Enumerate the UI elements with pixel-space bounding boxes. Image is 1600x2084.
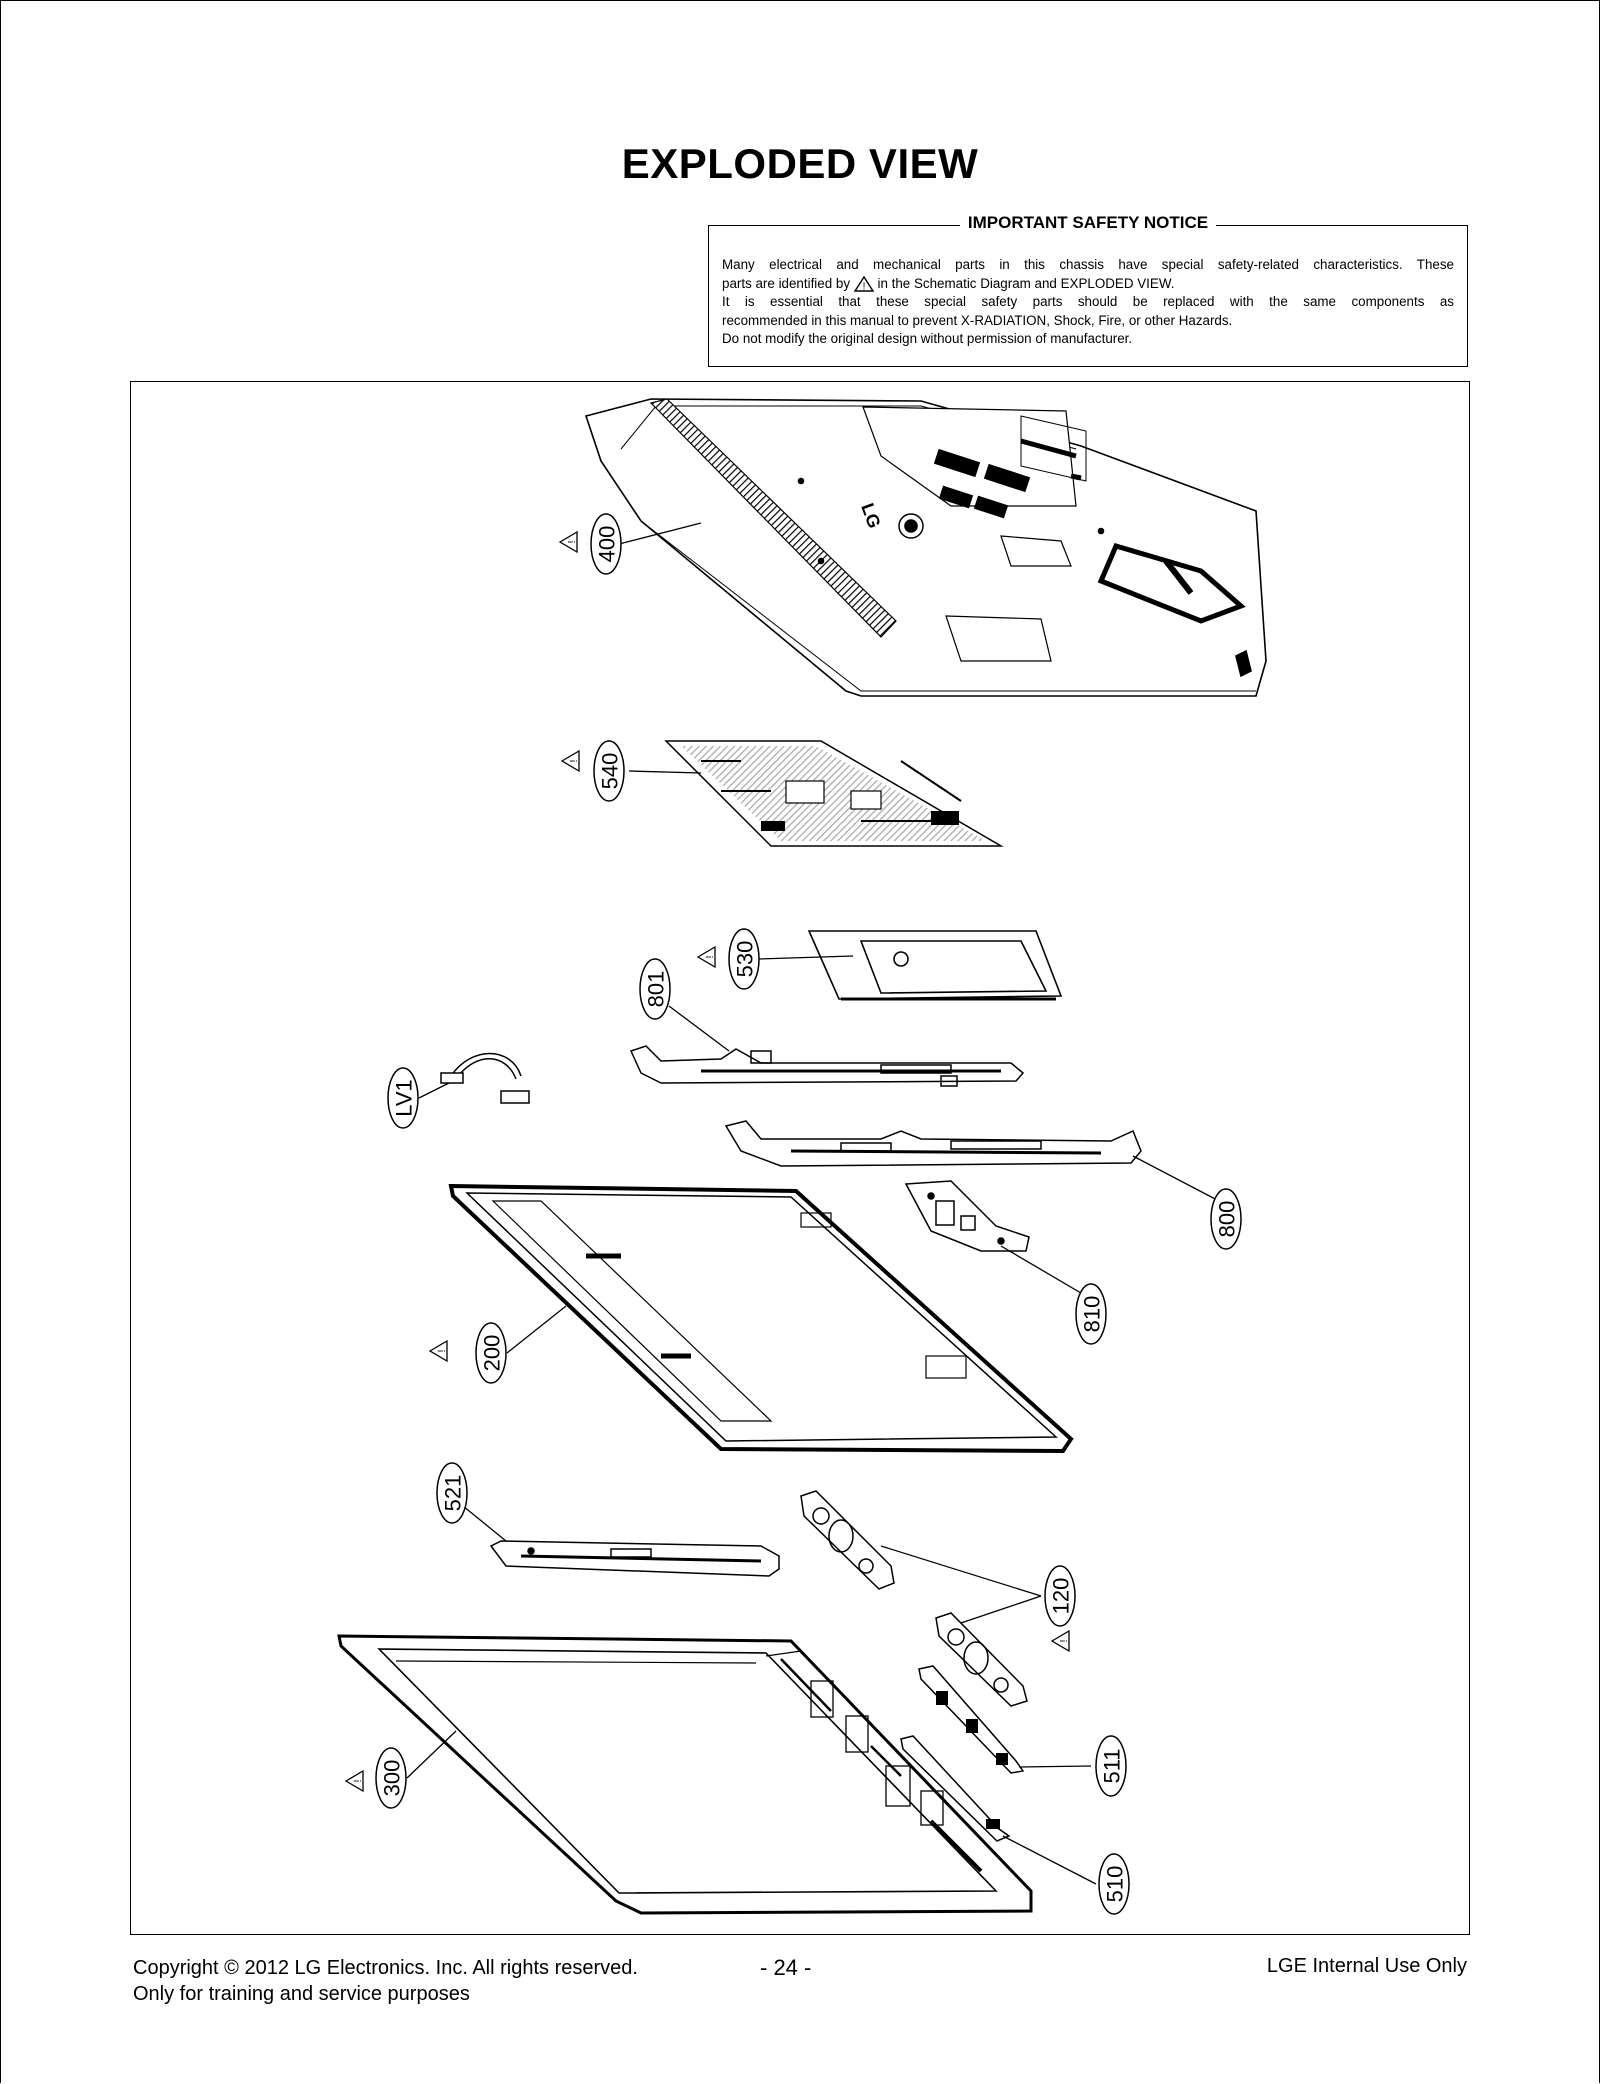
callout-810-label: 810 (1080, 1296, 1105, 1333)
main-board-part (664, 740, 1004, 847)
notice-line-4: recommended in this manual to prevent X-… (722, 312, 1233, 328)
bracket-521-part (489, 1540, 780, 1577)
hinge-810-part (904, 1180, 1030, 1252)
page-title: EXPLODED VIEW (621, 140, 979, 187)
callout-530-label: 530 (733, 941, 758, 978)
callout-300-bubble (375, 1747, 407, 1809)
svg-text:!: ! (862, 282, 865, 293)
board-511-part (918, 1665, 1025, 1774)
callout-200-label: 200 (480, 1335, 505, 1372)
warning-530-icon (697, 946, 717, 968)
callout-511-label: 511 (1100, 1748, 1125, 1783)
callout-801-label: 801 (644, 971, 669, 1008)
callout-510-bubble (1098, 1853, 1130, 1915)
callout-800-label: 800 (1215, 1201, 1240, 1238)
notice-line-5: Do not modify the original design withou… (722, 331, 1133, 347)
callout-400-bubble (590, 513, 622, 575)
page-number: - 24 - (760, 1955, 812, 1980)
footer-copyright: Copyright © 2012 LG Electronics. Inc. Al… (133, 1957, 638, 1979)
warning-120-icon (1051, 1630, 1071, 1652)
warning-triangle-icon: ! (853, 276, 874, 293)
callout-521-bubble (436, 1462, 468, 1524)
warning-540-icon (561, 750, 581, 772)
notice-line-2-end: in the Schematic Diagram and EXPLODED VI… (877, 275, 1175, 291)
board-510-part (900, 1735, 1011, 1842)
callout-510-label: 510 (1103, 1866, 1128, 1903)
callout-530-bubble (728, 928, 760, 990)
callout-lv1-label: LV1 (392, 1079, 417, 1117)
safety-notice-title: IMPORTANT SAFETY NOTICE (959, 213, 1217, 232)
exploded-view-diagram: ! LG (130, 381, 1470, 1935)
notice-line-3: It is essential that these special safet… (722, 294, 1454, 310)
callout-801-bubble (639, 958, 671, 1020)
callout-540-bubble (593, 740, 625, 802)
warning-400-icon (559, 531, 579, 553)
lcd-panel-part (448, 1183, 1074, 1454)
callout-810-bubble (1075, 1283, 1107, 1345)
notice-line-1: Many electrical and mechanical parts in … (722, 257, 1454, 272)
callout-lv1-bubble (387, 1067, 419, 1129)
footer-purpose: Only for training and service purposes (133, 1983, 470, 2005)
footer-internal-use: LGE Internal Use Only (1266, 1955, 1467, 1977)
warning-200-icon (429, 1340, 449, 1362)
bracket-801-part (629, 1045, 1025, 1087)
callout-120-bubble (1044, 1565, 1076, 1627)
callout-521-label: 521 (441, 1475, 466, 1512)
front-frame-part (337, 1634, 1033, 1915)
safety-notice-heading: IMPORTANT SAFETY NOTICE (709, 213, 1467, 233)
callout-800-bubble (1210, 1188, 1242, 1250)
lvds-cable-part (440, 1052, 530, 1104)
callout-400-label: 400 (595, 526, 620, 563)
warning-300-icon (345, 1770, 365, 1792)
footer-left: Copyright © 2012 LG Electronics. Inc. Al… (133, 1955, 638, 2007)
safety-notice-box: IMPORTANT SAFETY NOTICE Many electrical … (708, 213, 1468, 367)
callout-200-bubble (475, 1322, 507, 1384)
callout-300-label: 300 (380, 1760, 405, 1797)
back-cover-part: LG (584, 398, 1267, 697)
callout-540-label: 540 (598, 753, 623, 790)
power-module-part (807, 930, 1063, 1001)
speaker-part (800, 1490, 1028, 1707)
callout-120-label: 120 (1049, 1578, 1074, 1615)
notice-line-2: parts are identified by ! in the Schemat… (722, 275, 1454, 294)
safety-notice-body: Many electrical and mechanical parts in … (722, 256, 1454, 349)
callout-511-bubble (1095, 1735, 1127, 1797)
exploded-view-drawing: ! LG (337, 398, 1267, 1915)
bracket-800-part (724, 1120, 1142, 1167)
notice-line-2-start: parts are identified by (722, 275, 851, 291)
